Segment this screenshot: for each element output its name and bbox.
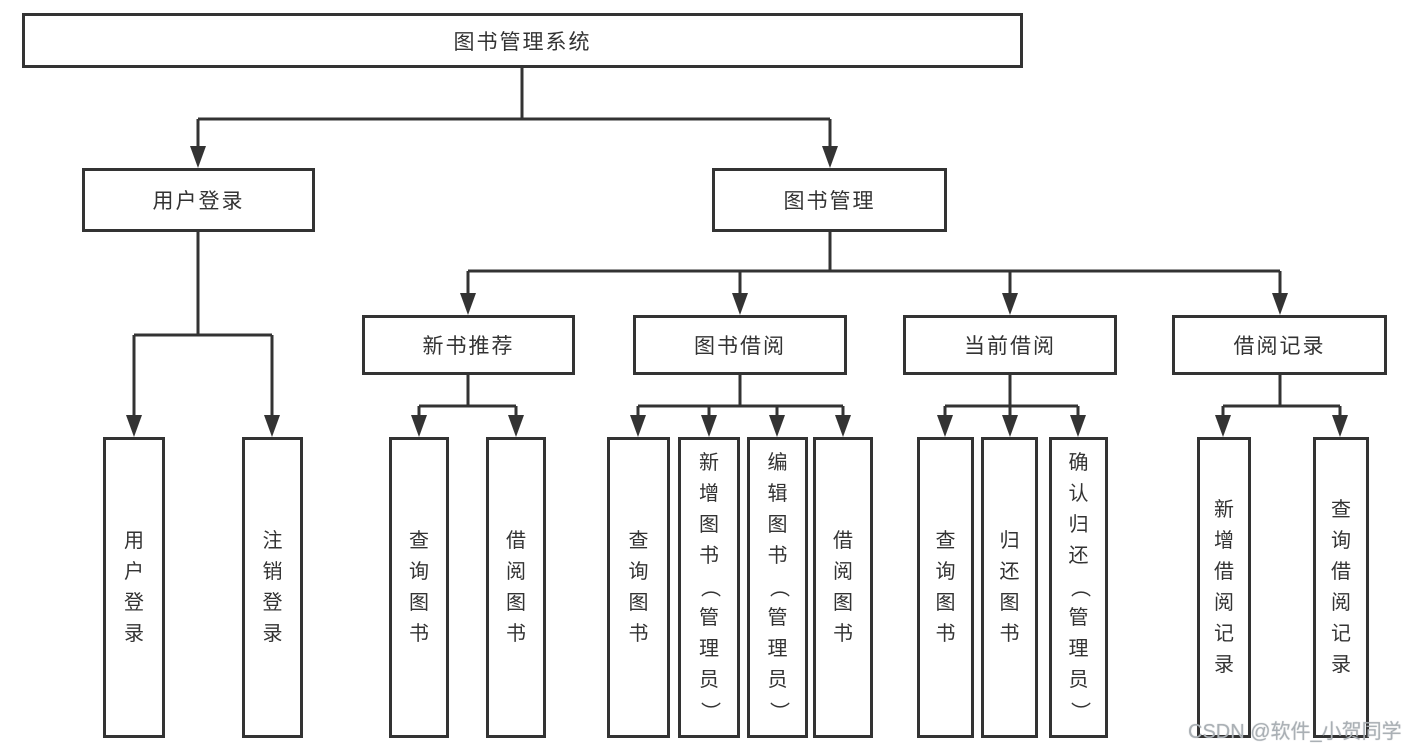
node-label: 用户登录	[152, 190, 245, 213]
node-label: 图书管理	[783, 190, 876, 213]
node-label: 归还图书	[999, 529, 1020, 645]
node-leaf-confirm-return-admin: 确认归还（管理员）	[1049, 437, 1108, 738]
node-leaf-user-login: 用户登录	[103, 437, 165, 738]
arrowheads	[126, 146, 1348, 437]
node-label: 借阅图书	[833, 529, 853, 645]
node-leaf-borrow-books-2: 借阅图书	[813, 437, 873, 738]
node-leaf-borrow-books-1: 借阅图书	[486, 437, 546, 738]
node-leaf-add-borrow-record: 新增借阅记录	[1197, 437, 1251, 738]
node-label: 新增图书（管理员）	[698, 452, 721, 722]
node-label: 查询图书	[409, 529, 429, 645]
node-library-management-system: 图书管理系统	[22, 13, 1023, 68]
node-leaf-query-books-1: 查询图书	[389, 437, 449, 738]
node-label: 新增借阅记录	[1214, 498, 1234, 676]
watermark: CSDN @软件_小贺同学	[1188, 721, 1402, 743]
node-label: 当前借阅	[964, 335, 1056, 358]
node-user-login: 用户登录	[82, 168, 315, 232]
node-label: 查询借阅记录	[1331, 498, 1351, 676]
node-label: 确认归还（管理员）	[1068, 452, 1090, 722]
node-leaf-add-books-admin: 新增图书（管理员）	[678, 437, 740, 738]
node-leaf-query-borrow-record: 查询借阅记录	[1313, 437, 1369, 738]
node-book-management: 图书管理	[712, 168, 947, 232]
node-label: 查询图书	[935, 529, 956, 645]
node-label: 用户登录	[124, 529, 144, 645]
node-leaf-return-books: 归还图书	[981, 437, 1038, 738]
node-current-borrowing: 当前借阅	[903, 315, 1117, 375]
node-label: 查询图书	[628, 529, 649, 645]
node-book-borrowing: 图书借阅	[633, 315, 847, 375]
node-label: 编辑图书（管理员）	[767, 452, 789, 722]
node-label: 借阅记录	[1233, 335, 1326, 358]
node-leaf-edit-books-admin: 编辑图书（管理员）	[747, 437, 808, 738]
node-label: 注销登录	[262, 529, 283, 645]
node-label: 新书推荐	[422, 335, 515, 358]
node-leaf-logout: 注销登录	[242, 437, 303, 738]
node-leaf-query-books-3: 查询图书	[917, 437, 974, 738]
node-label: 借阅图书	[506, 529, 526, 645]
node-label: 图书管理系统	[453, 30, 592, 54]
node-label: 图书借阅	[694, 335, 786, 358]
node-borrowing-records: 借阅记录	[1172, 315, 1387, 375]
node-new-book-recommendation: 新书推荐	[362, 315, 575, 375]
node-leaf-query-books-2: 查询图书	[607, 437, 670, 738]
